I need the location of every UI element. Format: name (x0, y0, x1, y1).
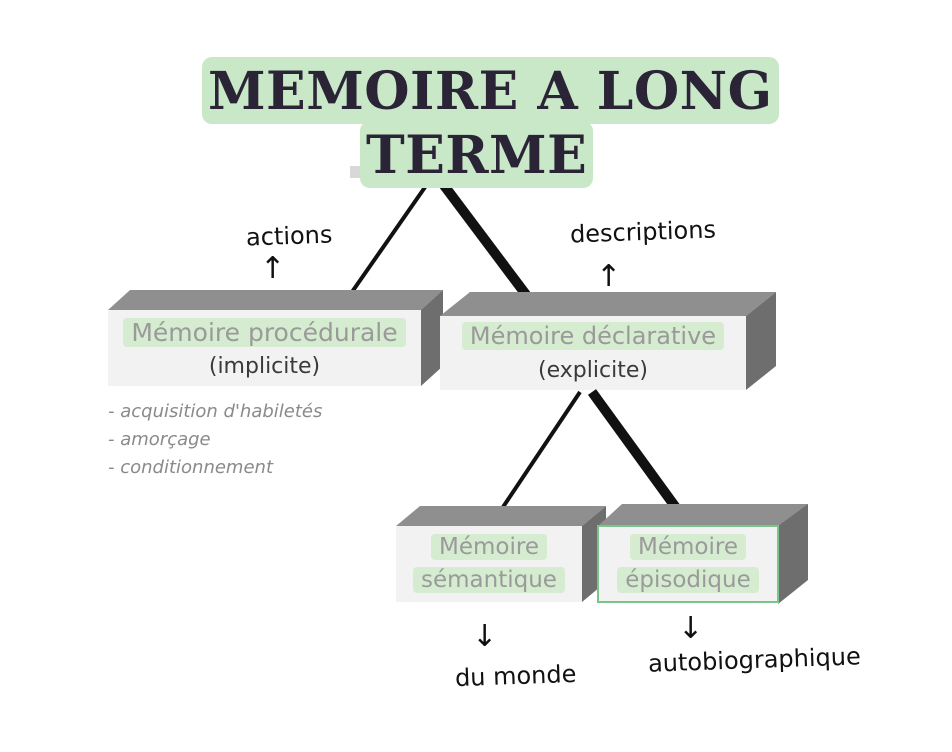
semantic-line-1-text: Mémoire (431, 534, 547, 560)
line-root-to-declarative (436, 177, 534, 303)
procedural-list: - acquisition d'habiletés - amorçage - c… (108, 398, 322, 482)
annotation-du-monde: du monde (454, 659, 577, 693)
line-root-to-procedural (343, 178, 432, 304)
line-declarative-to-semantic (495, 390, 582, 518)
annotation-actions: actions (245, 220, 333, 252)
procedural-label: Mémoire procédurale (108, 318, 421, 347)
page-title-line-1: MEMOIRE A LONG (202, 57, 779, 124)
title-text-1: MEMOIRE A LONG (202, 57, 779, 124)
arrow-up-icon: ↑ (596, 259, 622, 294)
declarative-sub: (explicite) (538, 358, 648, 383)
episodic-line-2: épisodique (598, 567, 778, 593)
annotation-descriptions: descriptions (569, 215, 717, 249)
procedural-label-text: Mémoire procédurale (123, 318, 406, 347)
declarative-label: Mémoire déclarative (440, 322, 746, 350)
episodic-line-2-text: épisodique (617, 567, 759, 593)
page-title-line-2: TERME (360, 121, 594, 188)
procedural-sub: (implicite) (208, 354, 321, 379)
semantic-line-1: Mémoire (396, 534, 582, 560)
line-declarative-to-episodic (587, 389, 687, 519)
episodic-line-1-text: Mémoire (630, 534, 746, 560)
list-item: - acquisition d'habiletés (108, 401, 323, 422)
declarative-label-text: Mémoire déclarative (461, 322, 725, 350)
list-item: - conditionnement (108, 457, 273, 478)
arrow-down-icon: ↓ (678, 611, 704, 646)
semantic-line-2-text: sémantique (413, 567, 565, 593)
arrow-up-icon: ↑ (260, 251, 286, 286)
list-item: - amorçage (108, 429, 211, 450)
title-text-2: TERME (360, 121, 594, 188)
episodic-line-1: Mémoire (598, 534, 778, 560)
semantic-line-2: sémantique (396, 567, 582, 593)
arrow-down-icon: ↓ (472, 619, 498, 654)
